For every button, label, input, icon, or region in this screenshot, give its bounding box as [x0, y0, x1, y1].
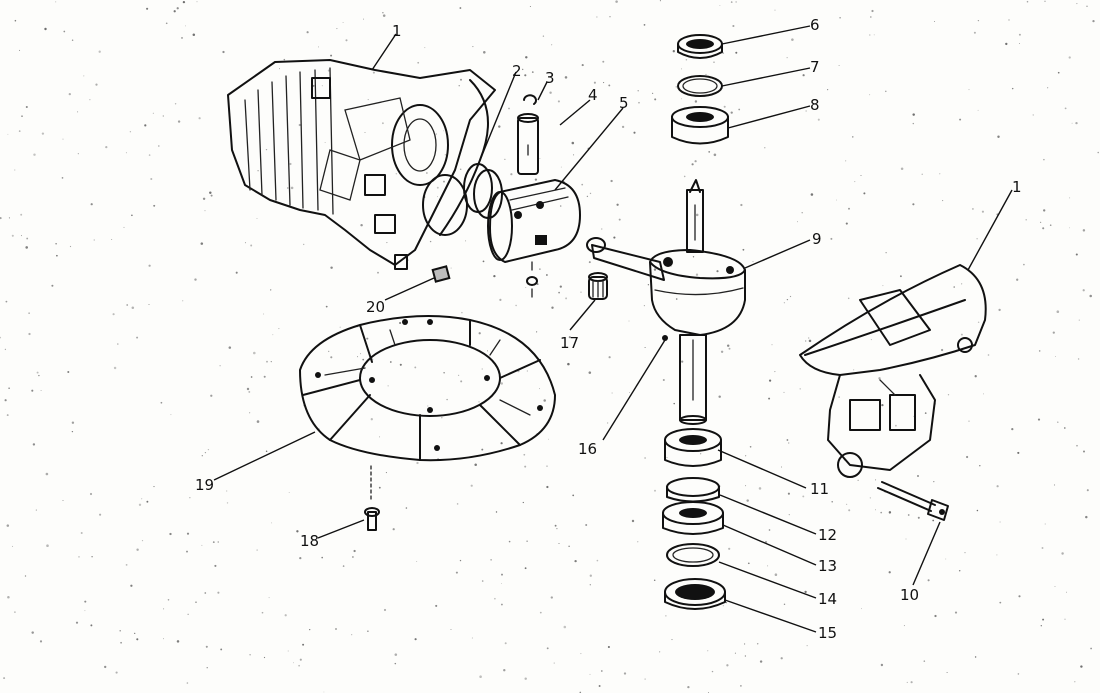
circlip-top: [523, 94, 537, 105]
wrist-pin: [517, 113, 539, 175]
callout-label: 7: [810, 58, 820, 76]
dowel-pin: [431, 265, 451, 283]
callout-label: 5: [619, 94, 629, 112]
lower-bearing-race: [662, 501, 724, 535]
callout-label: 8: [810, 96, 820, 114]
callout-label: 17: [560, 334, 579, 352]
callout-label: 10: [900, 586, 919, 604]
callout-label: 14: [818, 590, 837, 608]
callout-label: 15: [818, 624, 837, 642]
callout-label: 18: [300, 532, 319, 550]
needle-bearing: [588, 272, 608, 300]
leader-lines: [213, 25, 1013, 633]
upper-seal: [677, 34, 723, 59]
crankcase-right: [799, 264, 987, 478]
piston-ring: [463, 163, 503, 219]
callout-label: 3: [545, 69, 555, 87]
crankcase-bolt: [877, 481, 949, 521]
callout-label: 11: [810, 480, 829, 498]
callout-label: 1: [392, 22, 402, 40]
piston: [487, 179, 581, 263]
lower-snap-ring: [666, 543, 720, 567]
circlip-bottom: [526, 261, 538, 298]
lower-thrust-washer: [666, 477, 720, 503]
callout-label: 2: [512, 62, 522, 80]
callout-label: 9: [812, 230, 822, 248]
cylinder-crankcase-left: [227, 59, 496, 270]
mounting-screw: [364, 465, 380, 531]
crankshaft: [586, 179, 746, 425]
callout-labels: 1 2 3 4 5 6 7 8 9 1 11 12 13 14 15 16 17…: [195, 16, 1022, 642]
callout-label: 19: [195, 476, 214, 494]
callout-label: 4: [588, 86, 598, 104]
mounting-plate: [299, 315, 556, 462]
lower-ball-bearing: [664, 428, 722, 467]
callout-label: 16: [578, 440, 597, 458]
callout-label: 1: [1012, 178, 1022, 196]
callout-label: 13: [818, 557, 837, 575]
callout-label: 12: [818, 526, 837, 544]
upper-ball-bearing: [671, 106, 729, 145]
woodruff-key: [662, 335, 668, 341]
lower-seal: [664, 578, 726, 610]
callout-label: 20: [366, 298, 385, 316]
callout-label: 6: [810, 16, 820, 34]
upper-snap-ring: [677, 75, 723, 97]
